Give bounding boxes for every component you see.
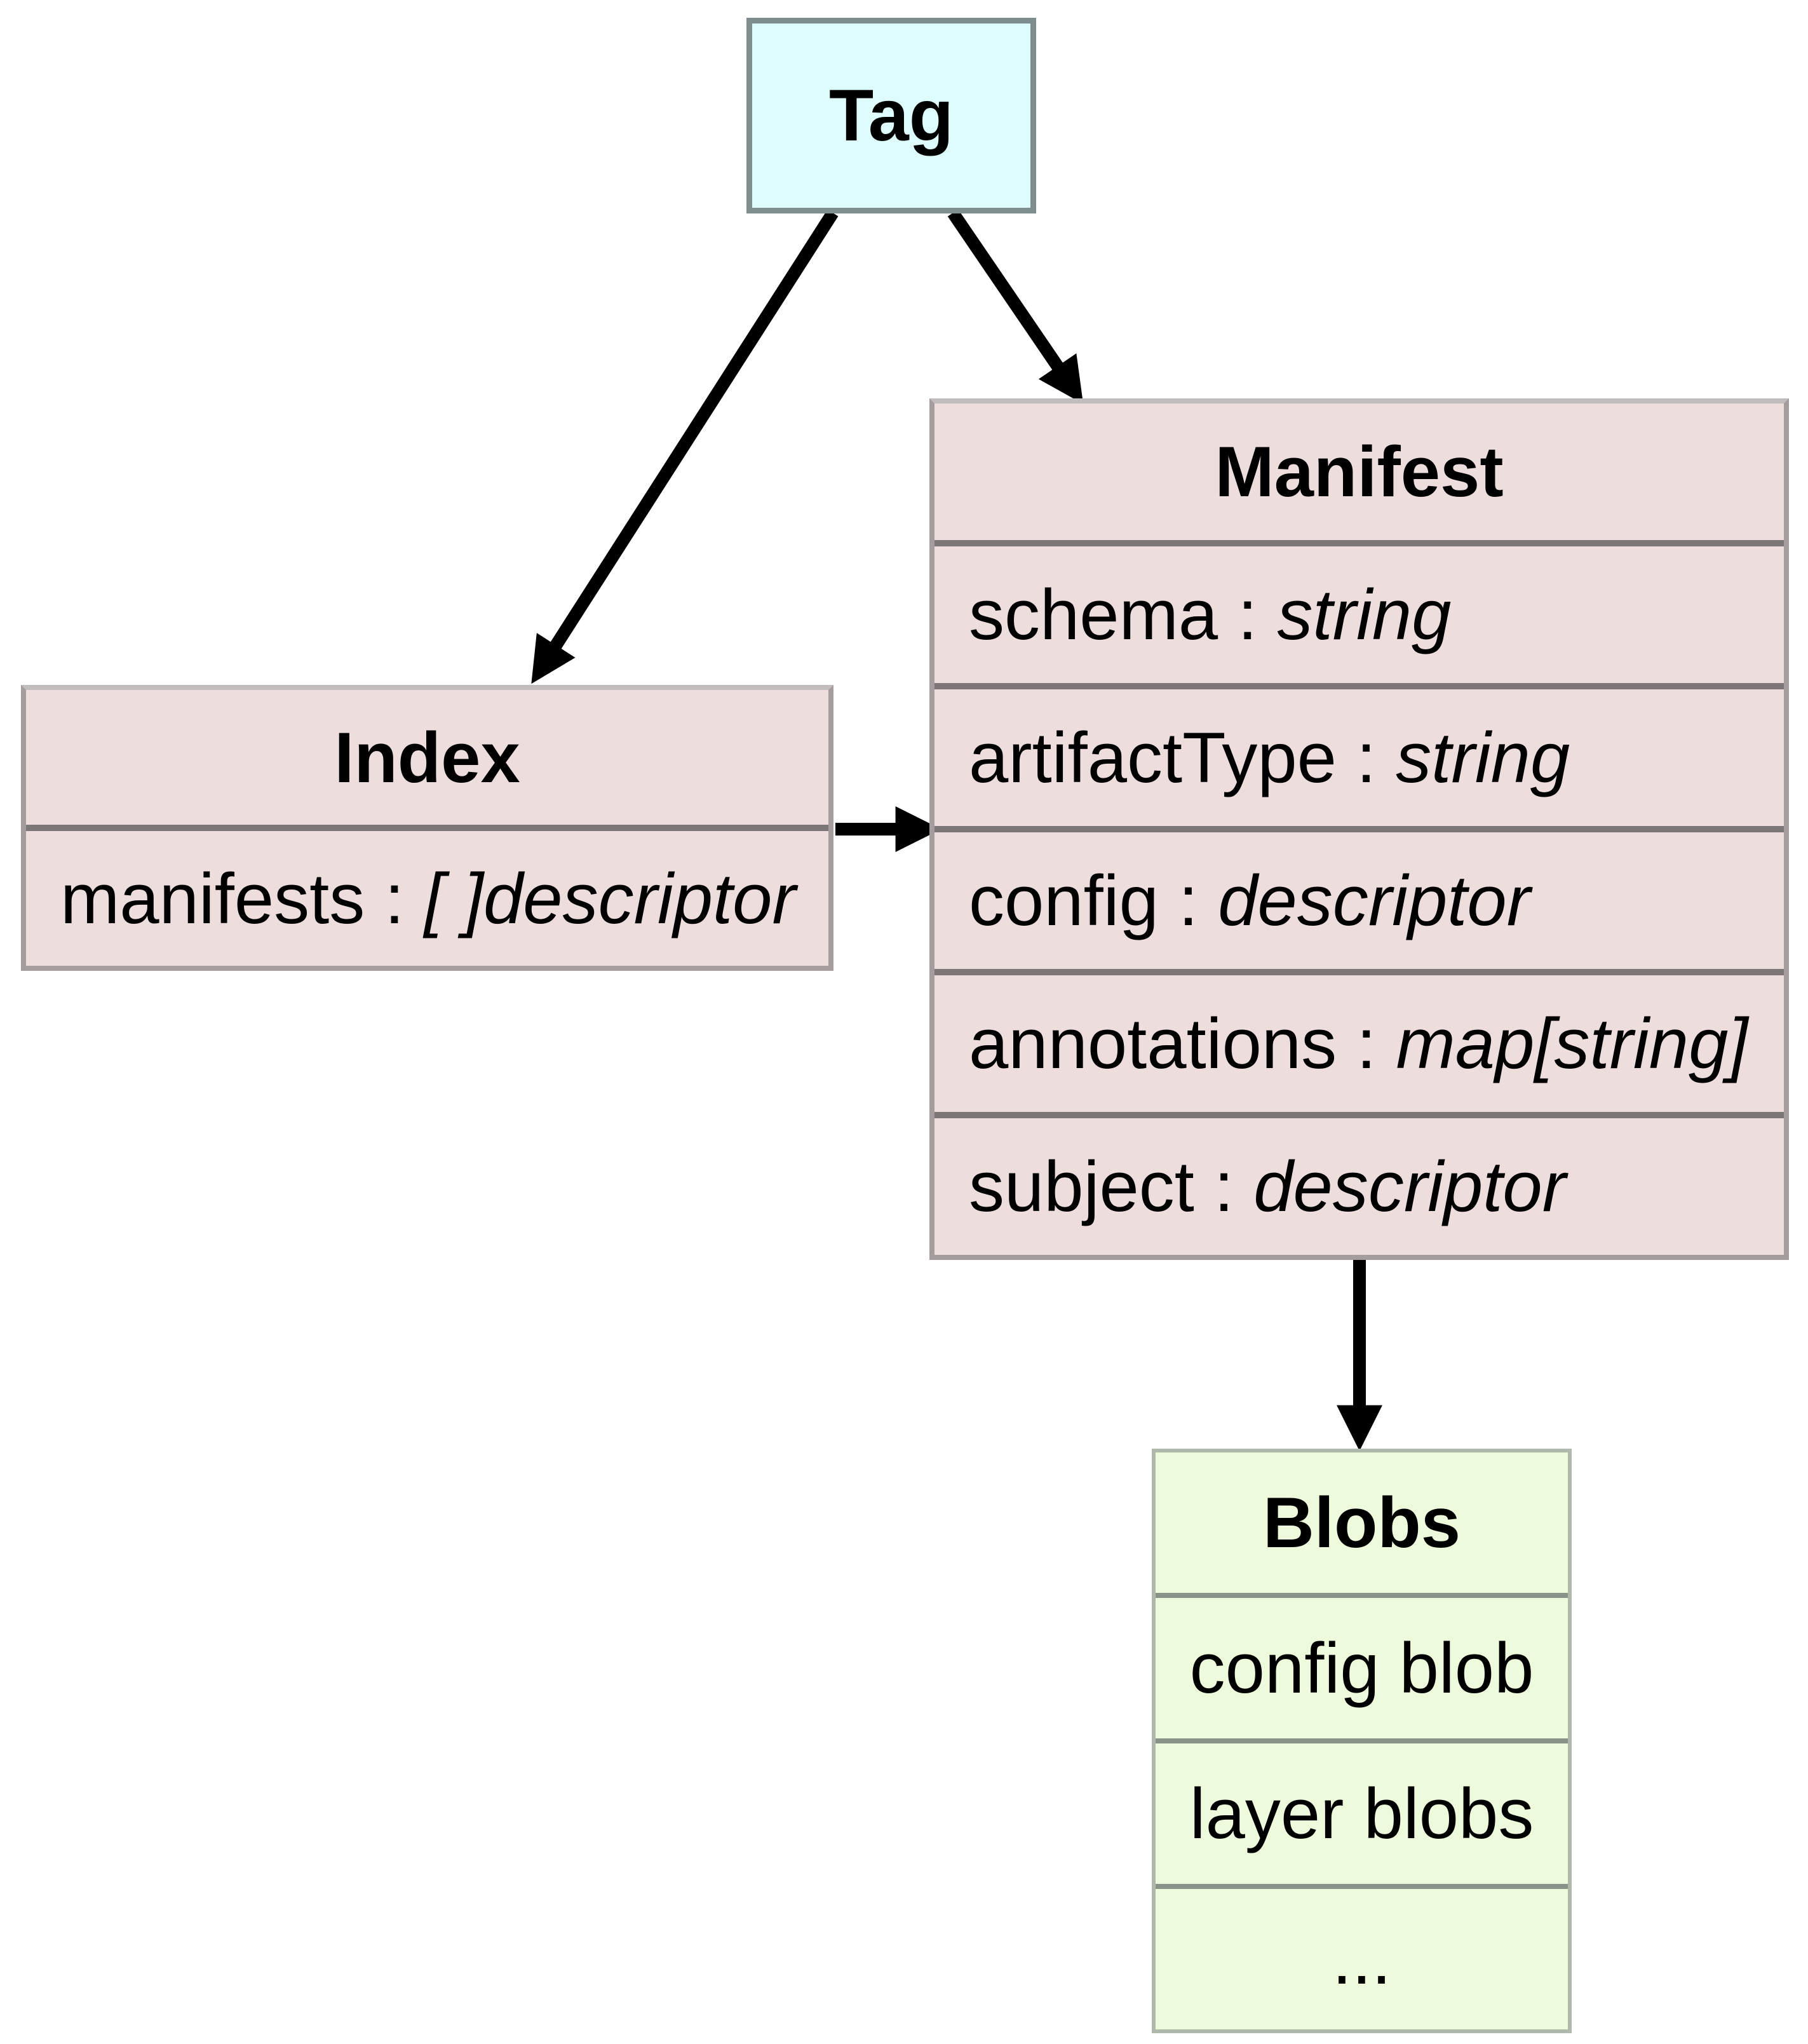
- manifest-field-annotations: annotations : map[string]: [934, 969, 1784, 1112]
- field-type: descriptor: [1253, 1147, 1566, 1226]
- blobs-title: Blobs: [1262, 1483, 1461, 1562]
- manifest-node: Manifest schema : string artifactType : …: [929, 398, 1789, 1260]
- field-label: annotations: [969, 1004, 1337, 1083]
- field-separator: :: [365, 858, 424, 938]
- field-type: descriptor: [1218, 861, 1530, 940]
- field-label: schema: [969, 575, 1218, 654]
- tag-title: Tag: [829, 75, 954, 156]
- field-separator: :: [1158, 861, 1218, 940]
- field-label: config: [969, 861, 1159, 940]
- field-separator: :: [1336, 718, 1396, 797]
- manifest-field-schema: schema : string: [934, 540, 1784, 683]
- edge-tag-to-index: [531, 209, 839, 684]
- index-node: Index manifests : [ ]descriptor: [21, 685, 833, 971]
- blobs-node: Blobs config blob layer blobs ...: [1152, 1449, 1572, 2033]
- field-label: subject: [969, 1147, 1194, 1226]
- field-type: string: [1277, 575, 1452, 654]
- field-label: manifests: [60, 858, 365, 938]
- field-type: map[string]: [1396, 1004, 1748, 1083]
- field-separator: :: [1194, 1147, 1254, 1226]
- blobs-item-ellipsis: ...: [1156, 1884, 1568, 2029]
- tag-node: Tag: [746, 18, 1036, 213]
- field-label: artifactType: [969, 718, 1337, 797]
- manifest-field-subject: subject : descriptor: [934, 1112, 1784, 1255]
- field-separator: :: [1218, 575, 1278, 654]
- manifest-field-artifacttype: artifactType : string: [934, 683, 1784, 826]
- manifest-field-config: config : descriptor: [934, 826, 1784, 969]
- manifest-title: Manifest: [1215, 432, 1504, 511]
- field-separator: :: [1337, 1004, 1396, 1083]
- blobs-item-config-blob: config blob: [1156, 1593, 1568, 1738]
- field-type: string: [1396, 718, 1570, 797]
- index-title: Index: [334, 717, 520, 797]
- blobs-item-layer-blobs: layer blobs: [1156, 1738, 1568, 1884]
- index-field-manifests: manifests : [ ]descriptor: [26, 825, 828, 966]
- field-type: [ ]descriptor: [424, 858, 796, 938]
- edge-tag-to-manifest: [947, 209, 1084, 404]
